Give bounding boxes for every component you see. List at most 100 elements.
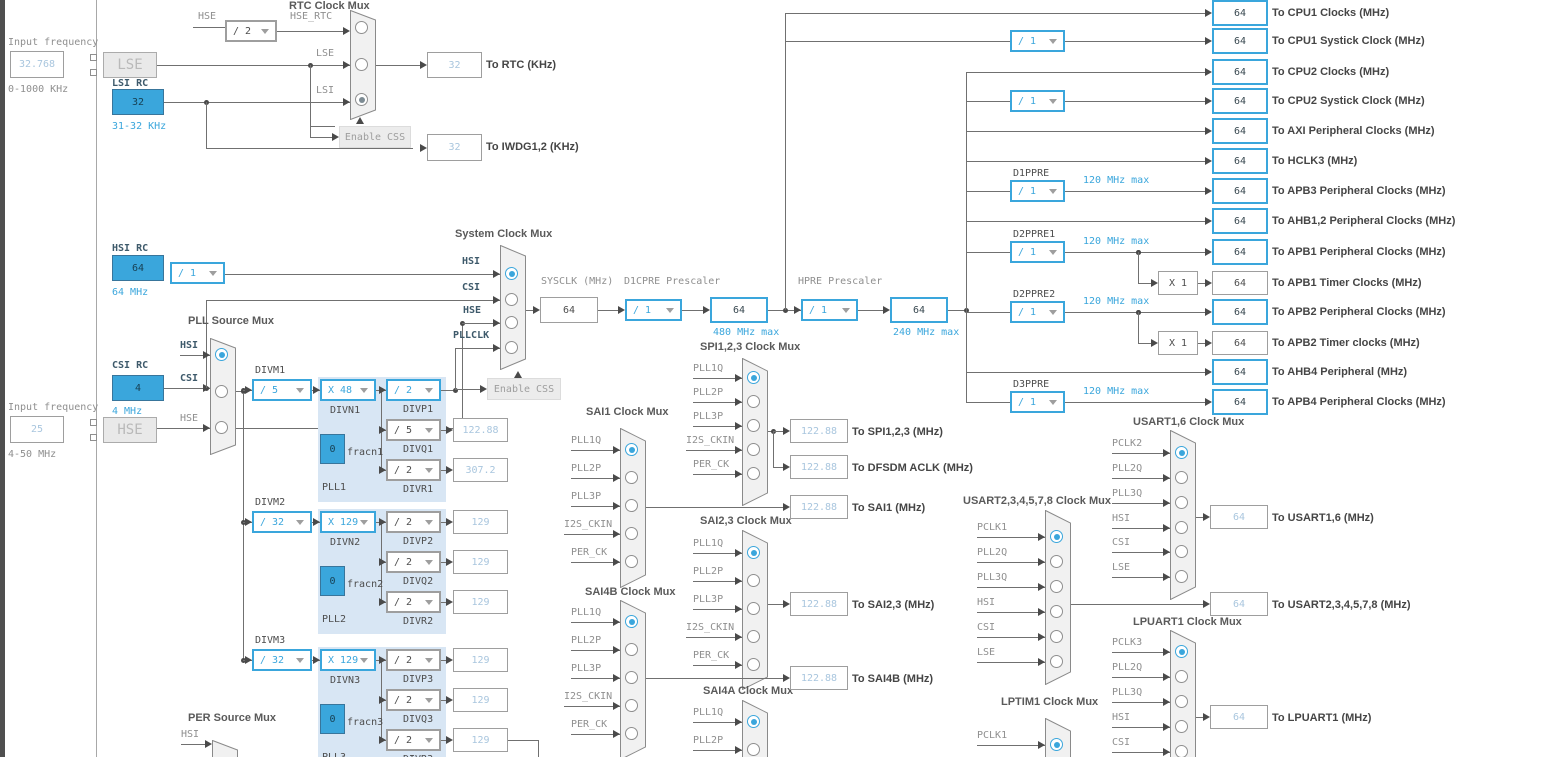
bus-output-value[interactable]: 64 xyxy=(1212,118,1268,144)
fracn2-box[interactable]: 0 xyxy=(320,566,345,596)
sysmux-hsi-radio[interactable] xyxy=(505,267,518,280)
hsi-divider[interactable]: / 1 xyxy=(170,262,225,284)
mux-input-radio[interactable] xyxy=(625,671,638,684)
div-dropdown[interactable]: / 2 xyxy=(386,649,441,671)
mux-input-radio[interactable] xyxy=(625,443,638,456)
lsi-frequency-box[interactable]: 32 xyxy=(112,89,164,115)
mux-input-radio[interactable] xyxy=(747,467,760,480)
hpre-prescaler[interactable]: / 1 xyxy=(801,299,858,321)
mux-input-radio[interactable] xyxy=(1050,655,1063,668)
divn1-multiplier[interactable]: X 48 xyxy=(320,379,376,401)
divn3-multiplier[interactable]: X 129 xyxy=(320,649,376,671)
mux-input-radio[interactable] xyxy=(625,727,638,740)
mux-input-radio[interactable] xyxy=(1050,530,1063,543)
bus-output-value[interactable]: 64 xyxy=(1212,359,1268,385)
bus-output-value[interactable]: 64 xyxy=(1212,148,1268,174)
mux-input-radio[interactable] xyxy=(1175,745,1188,757)
rtc-enable-css-button[interactable]: Enable CSS xyxy=(339,126,411,148)
mux-input-radio[interactable] xyxy=(747,395,760,408)
mux-input-radio[interactable] xyxy=(1175,496,1188,509)
mux-input-radio[interactable] xyxy=(747,658,760,671)
div-dropdown[interactable]: / 2 xyxy=(386,551,441,573)
mux-input-radio[interactable] xyxy=(1050,580,1063,593)
mux-input-radio[interactable] xyxy=(1050,738,1063,751)
d1cpre-prescaler[interactable]: / 1 xyxy=(625,299,682,321)
d1cpre-output-value[interactable]: 64 xyxy=(710,297,768,323)
mux-input-radio[interactable] xyxy=(1175,545,1188,558)
mux-input-radio[interactable] xyxy=(625,527,638,540)
mux-input-radio[interactable] xyxy=(747,602,760,615)
mux-input-radio[interactable] xyxy=(1175,570,1188,583)
pll-mux-csi-radio[interactable] xyxy=(215,385,228,398)
div-dropdown[interactable]: / 2 xyxy=(386,459,441,481)
divn2-multiplier[interactable]: X 129 xyxy=(320,511,376,533)
mux-input-radio[interactable] xyxy=(1175,670,1188,683)
bus-output-value[interactable]: 64 xyxy=(1212,208,1268,234)
sysmux-hse-radio[interactable] xyxy=(505,316,518,329)
mux-input-radio[interactable] xyxy=(747,546,760,559)
rtc-hse-prescaler[interactable]: / 2 xyxy=(225,20,277,42)
mux-input-radio[interactable] xyxy=(625,699,638,712)
div-dropdown[interactable]: / 2 xyxy=(386,591,441,613)
to-rtc-value[interactable]: 32 xyxy=(427,52,482,78)
mux-input-radio[interactable] xyxy=(1175,645,1188,658)
bus-output-value[interactable]: 64 xyxy=(1212,389,1268,415)
div-dropdown[interactable]: / 5 xyxy=(386,419,441,441)
system-enable-css-button[interactable]: Enable CSS xyxy=(487,378,561,400)
to-iwdg-value[interactable]: 32 xyxy=(427,134,482,161)
rtc-mux-hse-radio[interactable] xyxy=(355,21,368,34)
divm1-divider[interactable]: / 5 xyxy=(252,379,312,401)
div-dropdown[interactable]: / 2 xyxy=(386,729,441,751)
mux-input-radio[interactable] xyxy=(625,471,638,484)
bus-output-value[interactable]: 64 xyxy=(1212,28,1268,54)
mux-input-radio[interactable] xyxy=(747,715,760,728)
divm3-divider[interactable]: / 32 xyxy=(252,649,312,671)
bus-prescaler[interactable]: / 1 xyxy=(1010,391,1065,413)
bus-prescaler[interactable]: / 1 xyxy=(1010,180,1065,202)
periph-mux-title: SAI1 Clock Mux xyxy=(586,406,669,418)
mux-input-radio[interactable] xyxy=(747,371,760,384)
bus-output-value[interactable]: 64 xyxy=(1212,239,1268,265)
div-dropdown[interactable]: / 2 xyxy=(386,689,441,711)
sysmux-csi-radio[interactable] xyxy=(505,293,518,306)
rtc-mux-lse-radio[interactable] xyxy=(355,58,368,71)
divm2-divider[interactable]: / 32 xyxy=(252,511,312,533)
bus-prescaler[interactable]: / 1 xyxy=(1010,301,1065,323)
rtc-mux-lsi-radio[interactable] xyxy=(355,93,368,106)
div-dropdown[interactable]: / 2 xyxy=(386,379,441,401)
mux-input-radio[interactable] xyxy=(1050,555,1063,568)
mux-input-radio[interactable] xyxy=(1050,630,1063,643)
bus-prescaler[interactable]: / 1 xyxy=(1010,241,1065,263)
mux-input-radio[interactable] xyxy=(747,419,760,432)
pll-mux-hsi-radio[interactable] xyxy=(215,348,228,361)
mux-input-radio[interactable] xyxy=(1175,521,1188,534)
bus-output-value[interactable]: 64 xyxy=(1212,299,1268,325)
mux-input-radio[interactable] xyxy=(1175,720,1188,733)
pll-mux-hse-radio[interactable] xyxy=(215,421,228,434)
fracn3-box[interactable]: 0 xyxy=(320,704,345,734)
bus-output-value[interactable]: 64 xyxy=(1212,178,1268,204)
mux-input-radio[interactable] xyxy=(747,743,760,756)
mux-input-radio[interactable] xyxy=(747,630,760,643)
bus-output-value[interactable]: 64 xyxy=(1212,88,1268,114)
mux-input-radio[interactable] xyxy=(625,643,638,656)
bus-output-value[interactable]: 64 xyxy=(1212,0,1268,26)
mux-input-radio[interactable] xyxy=(747,443,760,456)
mux-input-radio[interactable] xyxy=(625,499,638,512)
mux-input-radio[interactable] xyxy=(625,615,638,628)
div-dropdown[interactable]: / 2 xyxy=(386,511,441,533)
sysmux-pllclk-radio[interactable] xyxy=(505,341,518,354)
bus-prescaler[interactable]: / 1 xyxy=(1010,90,1065,112)
mux-input-radio[interactable] xyxy=(747,574,760,587)
mux-input-radio[interactable] xyxy=(1050,605,1063,618)
fracn1-box[interactable]: 0 xyxy=(320,434,345,464)
csi-frequency-box[interactable]: 4 xyxy=(112,375,164,401)
mux-input-radio[interactable] xyxy=(1175,695,1188,708)
mux-input-radio[interactable] xyxy=(1175,471,1188,484)
bus-output-value[interactable]: 64 xyxy=(1212,59,1268,85)
hsi-frequency-box[interactable]: 64 xyxy=(112,255,164,281)
hpre-output-value[interactable]: 64 xyxy=(890,297,948,323)
bus-prescaler[interactable]: / 1 xyxy=(1010,30,1065,52)
mux-input-radio[interactable] xyxy=(1175,446,1188,459)
mux-input-radio[interactable] xyxy=(625,555,638,568)
